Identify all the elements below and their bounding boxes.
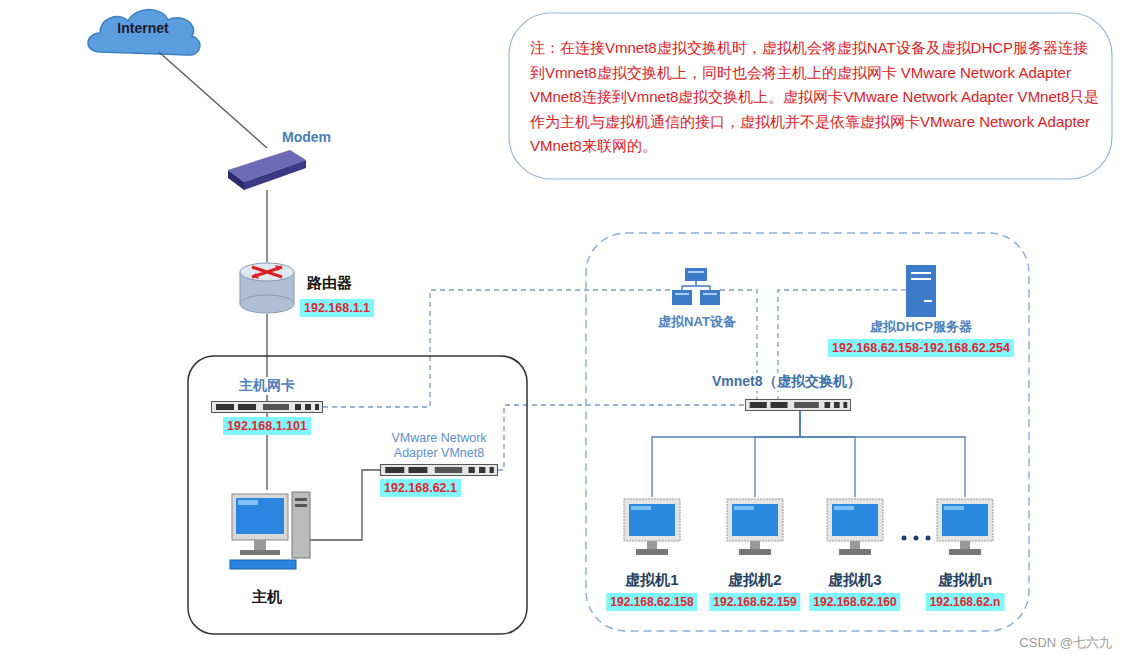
vm-icon bbox=[937, 499, 993, 555]
nat-device-icon bbox=[672, 268, 720, 305]
note-text: 注：在连接Vmnet8虚拟交换机时，虚拟机会将虚拟NAT设备及虚拟DHCP服务器… bbox=[530, 36, 1102, 159]
device-node: VMware Network Adapter VMnet8192.168.62.… bbox=[380, 464, 498, 476]
network-cable bbox=[159, 52, 267, 148]
device-node: 虚拟机1192.168.62.158 bbox=[622, 497, 682, 559]
network-cable bbox=[800, 411, 965, 497]
adapter-icon bbox=[381, 465, 498, 476]
cloud-label: Internet bbox=[117, 20, 168, 36]
ip-address: 192.168.1.1 bbox=[300, 299, 374, 317]
internet-cloud bbox=[88, 10, 200, 55]
network-cable bbox=[755, 411, 800, 497]
device-label: 虚拟DHCP服务器 bbox=[869, 318, 973, 336]
device-label: 主机 bbox=[251, 588, 283, 607]
device-label: 虚拟NAT设备 bbox=[657, 313, 737, 331]
device-node: 虚拟机2192.168.62.159 bbox=[725, 497, 785, 559]
virtual-region: 虚拟NAT设备虚拟DHCP服务器192.168.62.158-192.168.6… bbox=[585, 232, 1030, 632]
switch-label: Vmnet8（虚拟交换机） bbox=[710, 373, 863, 391]
adapter-label: VMware Network Adapter VMnet8 bbox=[380, 431, 498, 461]
device-node: Modem bbox=[228, 148, 306, 190]
device-node: 主机 bbox=[224, 490, 310, 572]
ellipsis-dots bbox=[902, 536, 931, 541]
dashed-link bbox=[323, 290, 672, 407]
dhcp-server-icon bbox=[906, 265, 936, 317]
device-node: 虚拟NAT设备 bbox=[672, 268, 720, 306]
vm-label: 虚拟机1 bbox=[624, 571, 679, 590]
ip-address: 192.168.62.158 bbox=[606, 593, 697, 611]
vm-label: 虚拟机n bbox=[937, 571, 993, 590]
outline bbox=[586, 233, 1029, 631]
device-node: 虚拟机n192.168.62.n bbox=[935, 497, 995, 559]
vm-icon bbox=[827, 499, 883, 555]
vm-icon bbox=[624, 499, 680, 555]
vm-icon bbox=[727, 499, 783, 555]
device-node: Internet bbox=[90, 14, 196, 52]
device-node: 虚拟DHCP服务器192.168.62.158-192.168.62.254 bbox=[906, 265, 936, 317]
device-label: 路由器 bbox=[306, 274, 353, 293]
vm-label: 虚拟机2 bbox=[727, 571, 782, 590]
device-node: Vmnet8（虚拟交换机） bbox=[745, 399, 851, 411]
network-cable bbox=[310, 470, 380, 540]
host-box: 主机网卡192.168.1.101VMware Network Adapter … bbox=[187, 355, 528, 635]
computer-icon bbox=[230, 492, 310, 569]
outline bbox=[188, 356, 527, 634]
ip-address: 192.168.62.160 bbox=[809, 593, 900, 611]
ip-address: 192.168.1.101 bbox=[223, 417, 311, 435]
network-cable bbox=[652, 411, 800, 497]
ip-address: 192.168.62.n bbox=[926, 593, 1005, 611]
note-box: 注：在连接Vmnet8虚拟交换机时，虚拟机会将虚拟NAT设备及虚拟DHCP服务器… bbox=[508, 12, 1113, 180]
ip-address: 192.168.62.158-192.168.62.254 bbox=[828, 339, 1014, 357]
ip-address: 192.168.62.1 bbox=[380, 479, 461, 497]
network-cable bbox=[800, 411, 855, 497]
nic-icon bbox=[212, 402, 323, 413]
device-label: Modem bbox=[282, 129, 331, 145]
vm-label: 虚拟机3 bbox=[827, 571, 882, 590]
watermark: CSDN @七六九 bbox=[1019, 634, 1112, 652]
router-icon bbox=[240, 263, 294, 313]
ip-address: 192.168.62.159 bbox=[709, 593, 800, 611]
device-label: 主机网卡 bbox=[237, 377, 297, 395]
device-node: 路由器192.168.1.1 bbox=[240, 262, 294, 314]
outline bbox=[509, 13, 1112, 179]
network-cable bbox=[266, 190, 267, 262]
device-node: 主机网卡192.168.1.101 bbox=[211, 401, 323, 413]
switch-icon bbox=[745, 400, 850, 411]
device-node: 虚拟机3192.168.62.160 bbox=[825, 497, 885, 559]
modem-icon bbox=[228, 150, 306, 190]
host-box-outline bbox=[187, 355, 528, 635]
